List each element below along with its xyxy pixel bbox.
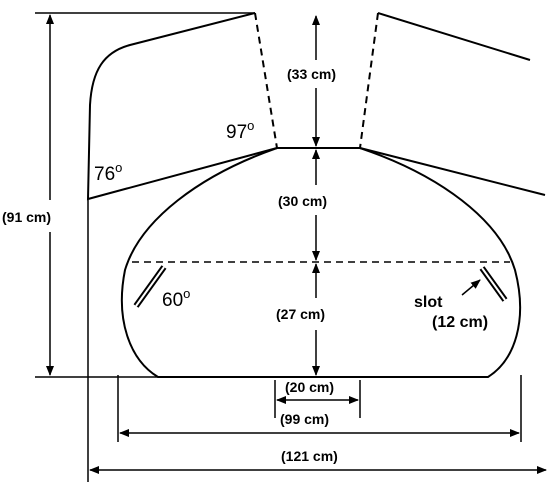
- left-flap-angle: 76o: [94, 160, 122, 185]
- outer-width-label: (121 cm): [281, 448, 338, 464]
- right-flap: [359, 12, 546, 196]
- dimension-lines: [35, 12, 547, 482]
- degree-mark: o: [183, 286, 190, 301]
- slot-leader-arrow: [461, 279, 481, 296]
- dashed-lines: [132, 12, 510, 263]
- middle-height-label: (30 cm): [278, 193, 327, 209]
- inner-width-label: (99 cm): [280, 411, 329, 427]
- slot-angle: 60o: [162, 286, 190, 311]
- neck-left-dashed: [254, 12, 278, 149]
- left-flap: [86, 12, 278, 201]
- top-flap-angle: 97o: [226, 118, 254, 143]
- left-flap-angle-value: 76: [94, 164, 115, 185]
- top-flap-angle-value: 97: [226, 122, 247, 143]
- top-gap-label: (33 cm): [287, 66, 336, 82]
- slot-angle-value: 60: [162, 290, 183, 311]
- neck-right-dashed: [359, 12, 379, 149]
- bottom-flat-label: (20 cm): [285, 379, 334, 395]
- main-body: [121, 147, 522, 378]
- outline: [86, 12, 546, 378]
- right-slot-inner: [481, 267, 506, 301]
- lower-height-label: (27 cm): [276, 306, 325, 322]
- degree-mark: o: [115, 160, 122, 175]
- slot-length-label: (12 cm): [432, 314, 488, 331]
- slot-word-label: slot: [414, 294, 443, 311]
- slots: [133, 265, 508, 308]
- degree-mark: o: [247, 118, 254, 133]
- total-height-label: (91 cm): [2, 209, 51, 225]
- left-slot-inner: [135, 266, 165, 307]
